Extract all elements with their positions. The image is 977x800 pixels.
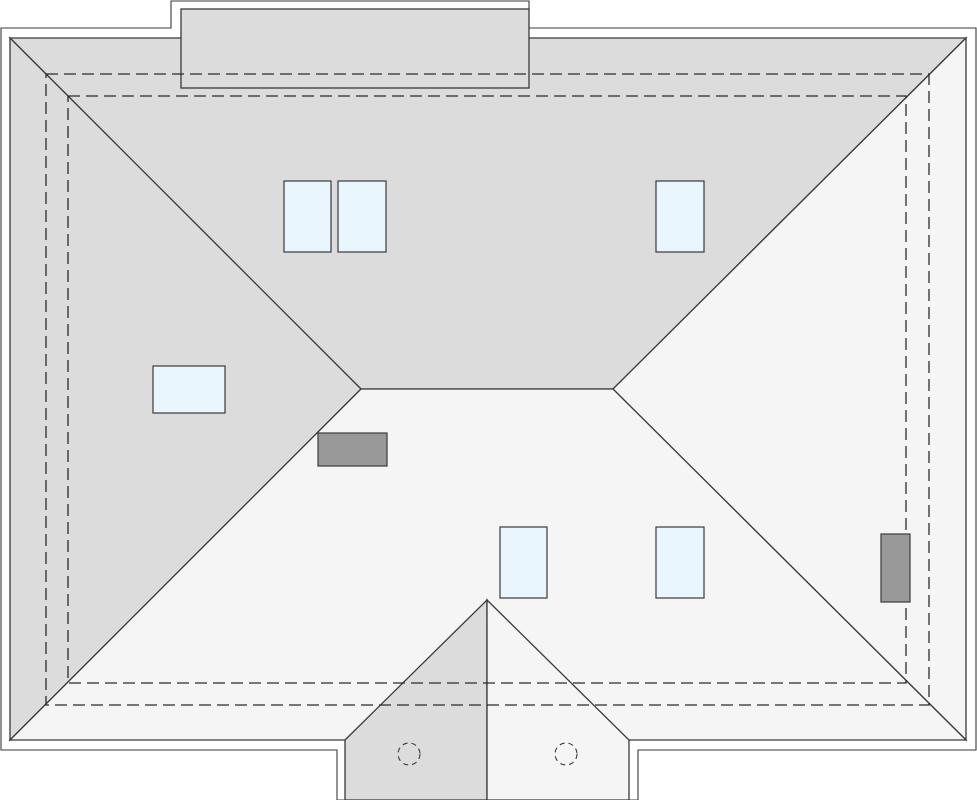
skylight: [655, 180, 705, 253]
wing-plane-east: [486, 598, 630, 800]
dashed-wall-outer: [45, 73, 930, 706]
roof-drain-icon: [397, 742, 421, 766]
chimney: [317, 432, 388, 467]
roof-plane-south: [8, 388, 968, 741]
skylight: [655, 526, 705, 599]
skylight: [337, 180, 387, 253]
skylight: [283, 180, 332, 253]
chimney: [880, 533, 911, 603]
north-parapet: [180, 8, 530, 89]
skylight: [499, 526, 548, 599]
wing-plane-west: [344, 598, 488, 800]
dashed-wall-inner: [67, 95, 907, 684]
roof-drain-icon: [554, 742, 578, 766]
skylight: [152, 365, 226, 414]
